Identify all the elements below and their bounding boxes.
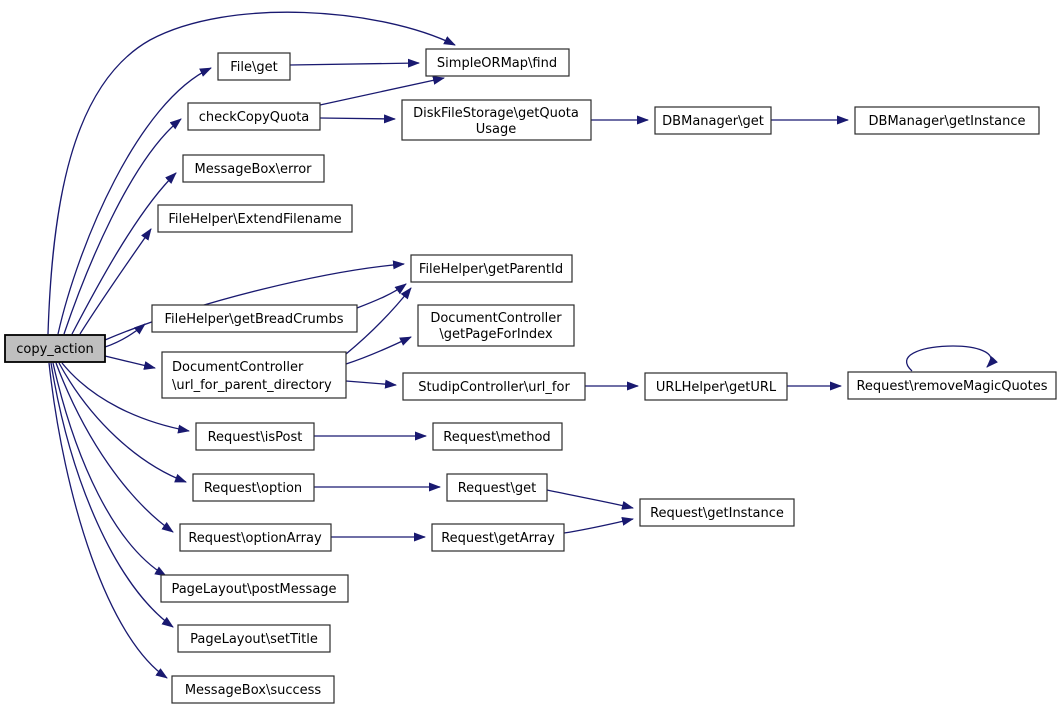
edge-file-get-to-simpleormap-find bbox=[289, 58, 420, 68]
svg-text:FileHelper\ExtendFilename: FileHelper\ExtendFilename bbox=[168, 212, 341, 227]
node-pagelayout-settitle[interactable]: PageLayout\setTitle bbox=[177, 624, 331, 653]
edge-documentcontroller-url-for-parent-directory-to-documentcontroller-getpageforindex bbox=[345, 336, 412, 365]
svg-text:Request\optionArray: Request\optionArray bbox=[188, 531, 322, 546]
svg-text:StudipController\url_for: StudipController\url_for bbox=[418, 380, 570, 395]
svg-text:MessageBox\success: MessageBox\success bbox=[185, 683, 322, 698]
edge-request-removemagicquotes-self-loop bbox=[906, 345, 998, 372]
node-urlhelper-geturl[interactable]: URLHelper\getURL bbox=[644, 372, 788, 401]
node-simpleormap-find[interactable]: SimpleORMap\find bbox=[425, 48, 570, 77]
svg-text:Usage: Usage bbox=[476, 122, 517, 137]
node-pagelayout-postmessage[interactable]: PageLayout\postMessage bbox=[160, 574, 349, 603]
svg-text:Request\option: Request\option bbox=[204, 481, 302, 496]
svg-text:Request\removeMagicQuotes: Request\removeMagicQuotes bbox=[856, 379, 1047, 394]
edge-copy_action-to-file-get bbox=[57, 67, 212, 335]
svg-text:Request\get: Request\get bbox=[458, 481, 537, 496]
edge-copy_action-to-filehelper-extendfilename bbox=[79, 228, 152, 335]
node-request-ispost[interactable]: Request\isPost bbox=[195, 422, 315, 451]
edge-copy_action-to-pagelayout-postmessage bbox=[52, 362, 167, 577]
node-request-get[interactable]: Request\get bbox=[446, 473, 548, 502]
node-dbmanager-getinstance[interactable]: DBManager\getInstance bbox=[854, 106, 1040, 135]
node-documentcontroller-url-for-parent-directory[interactable]: DocumentController \url_for_parent_direc… bbox=[161, 351, 347, 399]
node-messagebox-error[interactable]: MessageBox\error bbox=[182, 154, 325, 183]
svg-text:MessageBox\error: MessageBox\error bbox=[195, 162, 313, 177]
node-request-getinstance[interactable]: Request\getInstance bbox=[639, 498, 795, 527]
edge-documentcontroller-url-for-parent-directory-to-studipcontroller-url-for bbox=[345, 379, 397, 389]
node-request-method[interactable]: Request\method bbox=[432, 422, 563, 451]
svg-text:copy_action: copy_action bbox=[16, 342, 94, 357]
node-filehelper-extendfilename[interactable]: FileHelper\ExtendFilename bbox=[157, 204, 353, 233]
node-filehelper-getparentid[interactable]: FileHelper\getParentId bbox=[410, 254, 573, 283]
svg-text:DiskFileStorage\getQuota: DiskFileStorage\getQuota bbox=[413, 106, 579, 121]
edge-checkcopyquota-to-diskfilestorage-getquotausage bbox=[319, 114, 396, 124]
edge-copy_action-to-request-option bbox=[58, 362, 187, 483]
svg-text:DocumentController: DocumentController bbox=[430, 311, 562, 326]
svg-text:DocumentController: DocumentController bbox=[172, 360, 304, 375]
edge-checkcopyquota-to-simpleormap-find bbox=[319, 75, 445, 106]
node-filehelper-getbreadcrumbs[interactable]: FileHelper\getBreadCrumbs bbox=[151, 304, 358, 333]
node-diskfilestorage-getquotausage[interactable]: DiskFileStorage\getQuota Usage bbox=[401, 99, 592, 141]
node-studipcontroller-url-for[interactable]: StudipController\url_for bbox=[402, 372, 586, 401]
edge-copy_action-to-messagebox-success bbox=[48, 362, 168, 679]
svg-text:Request\getInstance: Request\getInstance bbox=[650, 506, 784, 521]
edge-copy_action-to-pagelayout-settitle bbox=[50, 362, 174, 628]
svg-text:DBManager\getInstance: DBManager\getInstance bbox=[869, 114, 1026, 129]
node-copy_action[interactable]: copy_action bbox=[4, 334, 106, 363]
svg-text:FileHelper\getParentId: FileHelper\getParentId bbox=[419, 262, 563, 277]
svg-text:checkCopyQuota: checkCopyQuota bbox=[199, 110, 310, 125]
svg-text:FileHelper\getBreadCrumbs: FileHelper\getBreadCrumbs bbox=[164, 312, 343, 327]
svg-text:DBManager\get: DBManager\get bbox=[662, 114, 764, 129]
edge-copy_action-to-request-ispost bbox=[61, 362, 190, 434]
node-dbmanager-get[interactable]: DBManager\get bbox=[654, 106, 772, 135]
node-documentcontroller-getpageforindex[interactable]: DocumentController \getPageForIndex bbox=[417, 304, 575, 347]
node-request-removemagicquotes[interactable]: Request\removeMagicQuotes bbox=[847, 371, 1057, 400]
svg-text:PageLayout\postMessage: PageLayout\postMessage bbox=[171, 582, 336, 597]
edge-copy_action-to-simpleormap-find bbox=[47, 11, 456, 335]
svg-text:Request\isPost: Request\isPost bbox=[208, 430, 303, 445]
edge-filehelper-getbreadcrumbs-to-filehelper-getparentid bbox=[356, 283, 407, 309]
edge-request-get-to-request-getinstance bbox=[546, 489, 634, 510]
node-checkcopyquota[interactable]: checkCopyQuota bbox=[187, 102, 321, 131]
node-request-optionarray[interactable]: Request\optionArray bbox=[179, 523, 332, 552]
node-messagebox-success[interactable]: MessageBox\success bbox=[171, 675, 335, 704]
edge-request-getarray-to-request-getinstance bbox=[563, 516, 634, 534]
edge-copy_action-to-checkcopyquota bbox=[63, 118, 182, 335]
svg-text:Request\getArray: Request\getArray bbox=[441, 531, 555, 546]
node-request-option[interactable]: Request\option bbox=[192, 473, 315, 502]
edge-copy_action-to-documentcontroller-url-for-parent-directory bbox=[104, 355, 156, 370]
edge-layer bbox=[47, 11, 998, 679]
svg-text:PageLayout\setTitle: PageLayout\setTitle bbox=[190, 632, 318, 647]
svg-text:\getPageForIndex: \getPageForIndex bbox=[439, 327, 553, 342]
edge-documentcontroller-url-for-parent-directory-to-filehelper-getparentid bbox=[345, 287, 412, 355]
edge-copy_action-to-filehelper-getbreadcrumbs bbox=[104, 323, 146, 348]
edge-copy_action-to-messagebox-error bbox=[71, 172, 177, 335]
node-layer: copy_action File\get SimpleORMap\find ch… bbox=[4, 48, 1057, 704]
node-file-get[interactable]: File\get bbox=[217, 52, 291, 81]
svg-text:Request\method: Request\method bbox=[443, 430, 550, 445]
svg-text:URLHelper\getURL: URLHelper\getURL bbox=[656, 380, 777, 395]
svg-text:File\get: File\get bbox=[230, 60, 277, 75]
node-request-getarray[interactable]: Request\getArray bbox=[431, 523, 565, 552]
svg-text:\url_for_parent_directory: \url_for_parent_directory bbox=[172, 378, 332, 393]
svg-text:SimpleORMap\find: SimpleORMap\find bbox=[437, 56, 557, 71]
edge-copy_action-to-request-optionarray bbox=[55, 362, 174, 533]
